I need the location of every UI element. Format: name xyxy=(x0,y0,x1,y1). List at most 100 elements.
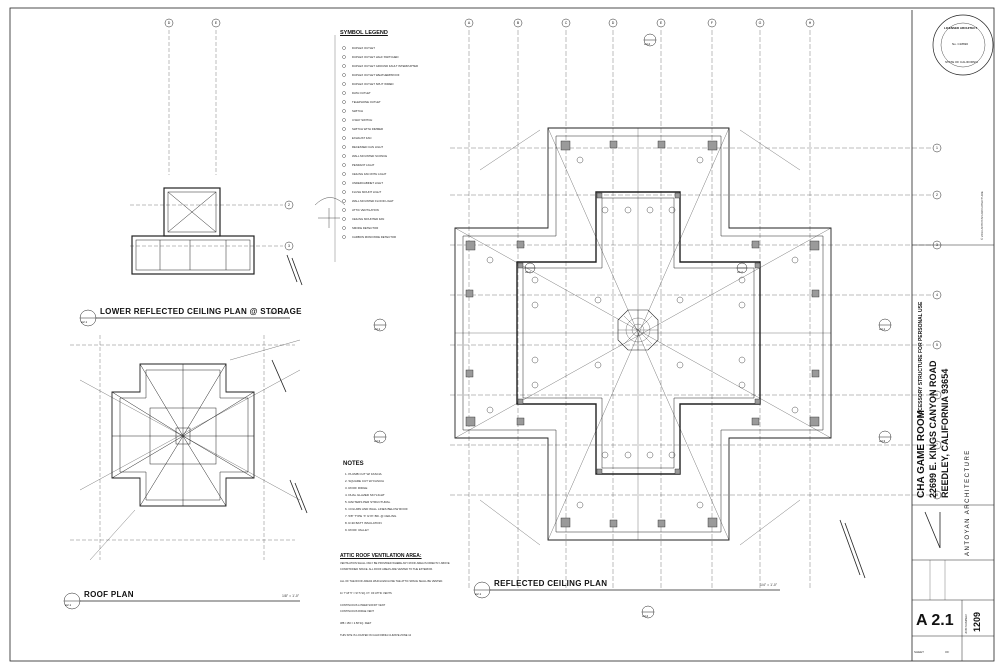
section-tag-inner-a: A4.2 xyxy=(525,270,531,274)
section-tag-left-b: A4.3 xyxy=(374,439,381,443)
legend-item: WALL MOUNTED SCONCE xyxy=(352,154,388,158)
legend-item: ATTIC VENTILATION xyxy=(352,208,379,212)
legend-title: SYMBOL LEGEND xyxy=(340,30,388,36)
grid-number-7: 7 xyxy=(936,443,938,447)
roof-plan-title: ROOF PLAN xyxy=(84,590,134,599)
legend-item: RECESSED CAN LIGHT xyxy=(352,145,384,149)
section-tag-top: A4.2 xyxy=(644,42,651,46)
attic-line: VENTILATION SHALL ONLY BE PROVIDED WHERE… xyxy=(340,562,450,565)
roof-plan-scale: 1/8" = 1'-0" xyxy=(282,594,300,598)
lower-rcp-scale: 1/8" = 1'-0" xyxy=(268,311,286,315)
grid-letter-e: E xyxy=(659,21,663,25)
grid-number-6: 6 xyxy=(936,393,938,397)
section-tag-right-b: A4.3 xyxy=(879,439,886,443)
grid-number-3: 3 xyxy=(936,243,938,247)
notes-list: 1. PLUMB CUT W/ FASCIA 2. SQUARE CUT W/ … xyxy=(345,472,455,552)
grid-number-1: 1 xyxy=(936,146,938,150)
project-address-1: 22699 E. KINGS CANYON ROAD xyxy=(928,360,938,498)
legend-item: SWITCH WITH DIMMER xyxy=(352,127,384,131)
lower-rcp-title: LOWER REFLECTED CEILING PLAN @ STORAGE xyxy=(100,307,302,316)
grid-number-8: 8 xyxy=(936,493,938,497)
note-item: 4. DUAL GLAZED SKYLIGHT xyxy=(345,493,385,497)
note-item: 5. RAFTERS PER STRUCTURAL xyxy=(345,500,391,504)
sheet-label: SHEET xyxy=(914,650,925,654)
rcp-scale: 1/4" = 1'-0" xyxy=(760,583,778,587)
legend-item: DUPLEX OUTLET xyxy=(352,46,376,50)
firm-name: ANTOYAN ARCHITECTURE xyxy=(965,449,971,556)
grid-letter-c: C xyxy=(564,21,568,25)
grid-bubbles xyxy=(164,18,942,500)
grid-letter-g: G xyxy=(758,21,762,25)
section-tag-right-a: A4.1 xyxy=(879,327,886,331)
grid-number-2-storage: 2 xyxy=(288,203,290,207)
grid-letter-d: D xyxy=(611,21,615,25)
grid-letter-h: H xyxy=(808,21,812,25)
sheet-number: A 2.1 xyxy=(916,612,954,629)
legend-item: TELEPHONE OUTLET xyxy=(352,100,381,104)
grid-number-5: 5 xyxy=(936,343,938,347)
copyright-text: © 2013 ANTOYAN ARCHITECTURE xyxy=(980,191,984,240)
stamp-ring-text: LICENSED ARCHITECT xyxy=(944,26,978,30)
attic-line: CONTINUOUS LOWER SOFFIT VENT xyxy=(340,604,386,607)
section-markers xyxy=(373,33,892,619)
note-item: 1. PLUMB CUT W/ FASCIA xyxy=(345,472,382,476)
note-item: 3. ROOF RIDGE xyxy=(345,486,368,490)
grid-number-3-storage: 3 xyxy=(288,244,290,248)
attic-line: 388 / 150 = 2.58 SQ. FEET xyxy=(340,622,372,625)
of-label: OF xyxy=(945,650,950,654)
lower-rcp-tag: A2.1 xyxy=(81,320,88,324)
note-item: 2. SQUARE CUT W/ FASCIA xyxy=(345,479,384,483)
attic-line: ALL OF THE ROOF AREAS WHICH ENCLOSE THE … xyxy=(340,580,443,583)
grid-number-4: 4 xyxy=(936,293,938,297)
legend-symbols xyxy=(314,35,346,262)
attic-line: CONTINUOUS RIDGE VENT xyxy=(340,610,375,613)
legend-item: SMOKE DETECTOR xyxy=(352,226,379,230)
legend-item: EXHAUST FAN xyxy=(352,136,372,140)
legend-item: DUPLEX OUTLET WEATHERPROOF xyxy=(352,73,400,77)
attic-line: CONDITIONED SPACE. ALL ROOF AREAS ARE VE… xyxy=(340,568,433,571)
sheet-border xyxy=(9,7,995,662)
legend-item: UNDERCABINET LIGHT xyxy=(352,181,384,185)
job-label: JOB NUMBER xyxy=(964,614,968,634)
attic-line: THIS SITE IS LOCATED IN CALIFORNIA CLIMA… xyxy=(340,634,412,637)
grid-number-2: 2 xyxy=(936,193,938,197)
title-markers xyxy=(63,309,780,610)
attic-text-block: VENTILATION SHALL ONLY BE PROVIDED WHERE… xyxy=(340,562,460,657)
grid-letter-e-storage: E xyxy=(214,21,218,25)
attic-title: ATTIC ROOF VENTILATION AREA: xyxy=(340,553,422,559)
stamp-number: No. C18690 xyxy=(952,42,969,46)
section-tag-left-a: A4.1 xyxy=(374,327,381,331)
legend-item: SWITCH xyxy=(352,109,364,113)
project-address-2: REEDLEY, CALIFORNIA 93654 xyxy=(940,368,950,498)
note-item: 8. R-30 BATT INSULATION xyxy=(345,521,382,525)
legend-item: DUPLEX OUTLET SPLIT WIRED xyxy=(352,82,394,86)
job-number: 1209 xyxy=(972,611,982,632)
legend-item: DUPLEX OUTLET GROUND FAULT INTERRUPTER xyxy=(352,64,419,68)
project-subtitle: ACCESSORY STRUCTURE FOR PERSONAL USE xyxy=(918,301,924,418)
note-item: 9. ROOF VALLEY xyxy=(345,528,369,532)
legend-item: FLUSH MOUNT LIGHT xyxy=(352,190,382,194)
note-item: 7. 5/8" TYPE 'X' GYP. BD. @ CEILING xyxy=(345,514,397,518)
grid-letter-d-storage: D xyxy=(167,21,171,25)
rcp-tag: A2.1 xyxy=(475,592,482,596)
notes-title: NOTES xyxy=(343,461,364,467)
legend-item: CEILING FAN WITH LIGHT xyxy=(352,172,387,176)
legend-item: PENDANT LIGHT xyxy=(352,163,375,167)
section-tag-bottom: A4.2 xyxy=(642,614,649,618)
legend-item: WALL MOUNTED FLOOD LIGHT xyxy=(352,199,394,203)
rcp-title: REFLECTED CEILING PLAN xyxy=(494,579,608,588)
legend-list: DUPLEX OUTLET DUPLEX OUTLET HALF SWITCHE… xyxy=(352,46,432,246)
legend-item: DATA OUTLET xyxy=(352,91,371,95)
stamp-state: STATE OF CALIFORNIA xyxy=(945,60,979,64)
section-tag-inner-b: A4.2 xyxy=(737,270,743,274)
title-block-frame xyxy=(911,10,994,661)
attic-line: 11' 7"x8' 5" = 97.5 SQ. FT. OF ATTIC VEN… xyxy=(340,592,392,595)
lower-rcp-drawing xyxy=(130,30,303,286)
grid-letter-b: B xyxy=(516,21,520,25)
legend-item: DUPLEX OUTLET HALF SWITCHED xyxy=(352,55,399,59)
roof-plan-tag: A2.1 xyxy=(65,603,72,607)
grid-letter-f: F xyxy=(710,21,714,25)
note-item: 6. COLUMN AND WALL LINES BELOW ROOF xyxy=(345,507,408,511)
